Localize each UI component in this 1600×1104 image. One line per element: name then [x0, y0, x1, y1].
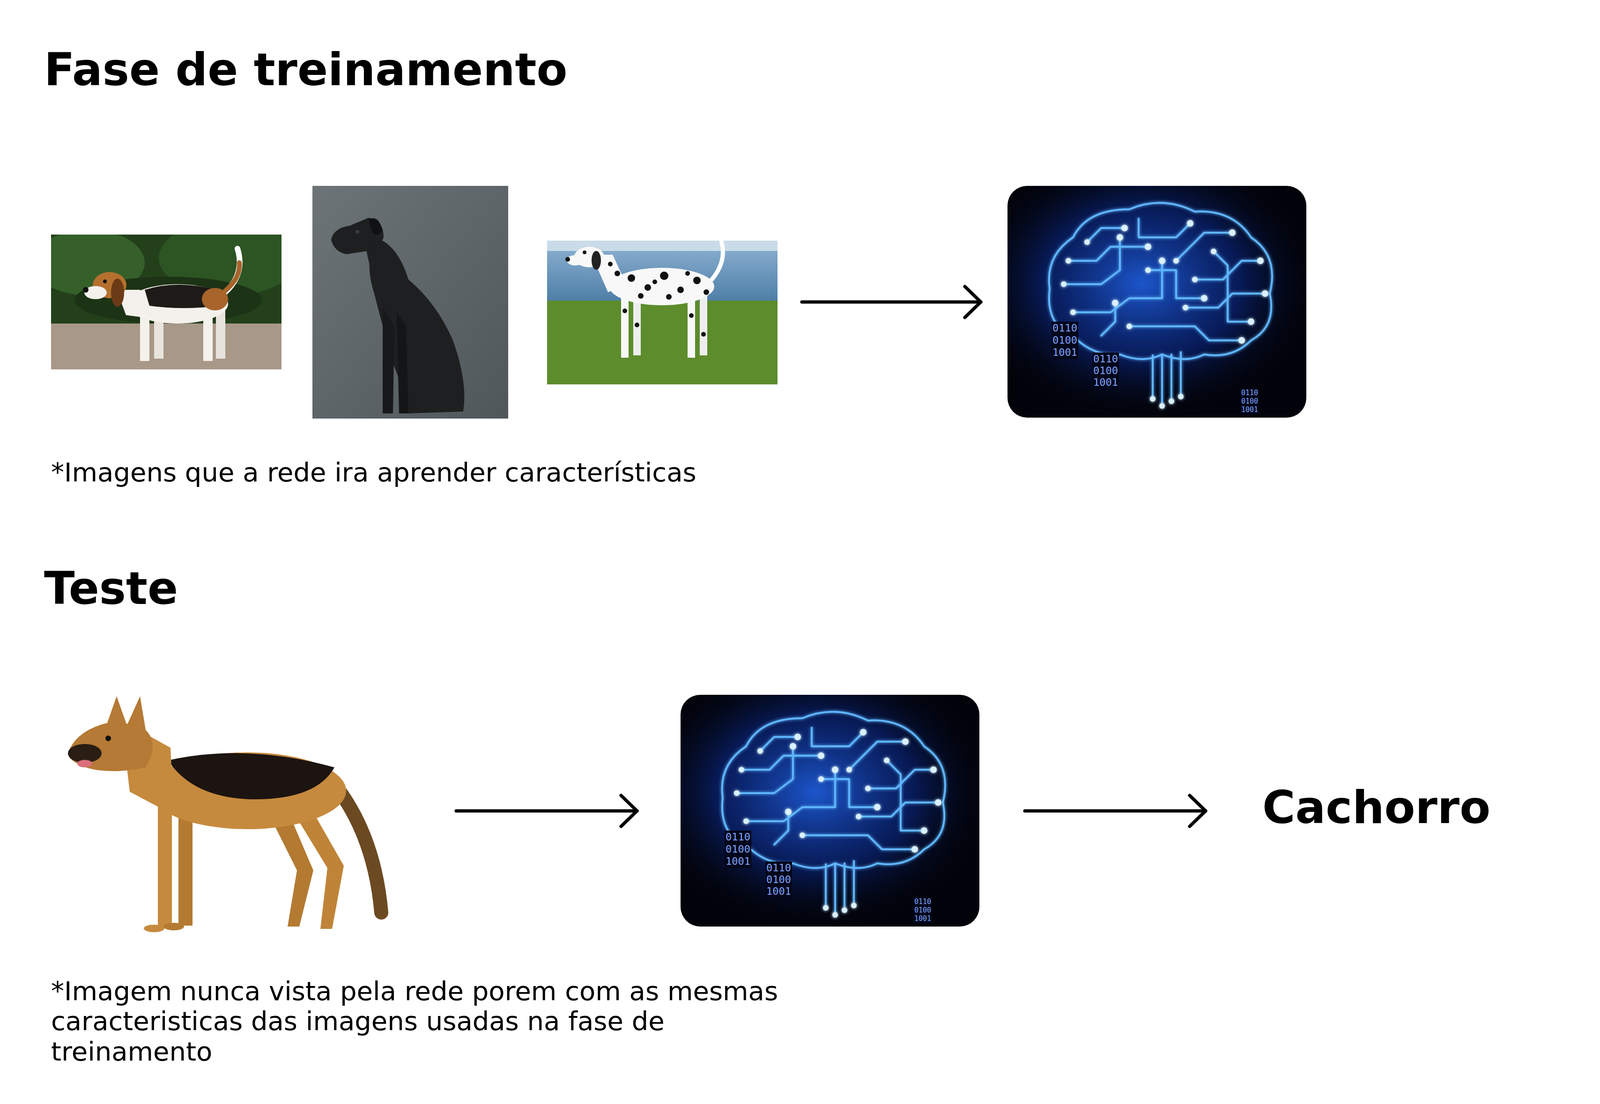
flow-arrow	[801, 286, 981, 318]
binary-digits: 1001	[913, 914, 933, 924]
binary-digits: 0100	[1240, 396, 1260, 407]
binary-digits: 1001	[1051, 346, 1079, 360]
section-heading: Fase de treinamento	[44, 43, 568, 97]
note-text: *Imagens que a rede ira aprender caracte…	[51, 456, 697, 489]
binary-digits: 1001	[1240, 405, 1260, 415]
beagle-photo	[51, 234, 282, 370]
binary-digits: 0110	[1051, 321, 1079, 335]
binary-digits: 0100	[1051, 333, 1079, 348]
binary-digits: 0110	[1240, 388, 1260, 398]
dalmatian-photo	[547, 240, 778, 385]
neural-network-image	[680, 695, 980, 927]
binary-digits: 1001	[1092, 376, 1119, 390]
note-text: *Imagem nunca vista pela rede porem com …	[51, 976, 824, 1067]
binary-digits: 0100	[913, 905, 933, 916]
binary-digits: 0100	[724, 843, 752, 857]
binary-digits: 0110	[724, 830, 752, 845]
german-shepherd-photo	[67, 696, 382, 933]
binary-digits: 1001	[724, 855, 752, 869]
binary-digits: 0110	[913, 897, 933, 907]
great-dane-photo	[312, 185, 509, 419]
neural-network-image	[1007, 185, 1307, 418]
flow-arrow	[1024, 795, 1206, 827]
flow-arrow	[456, 795, 638, 827]
binary-digits: 1001	[765, 885, 793, 899]
section-heading: Teste	[44, 562, 178, 616]
output-label: Cachorro	[1262, 781, 1491, 836]
